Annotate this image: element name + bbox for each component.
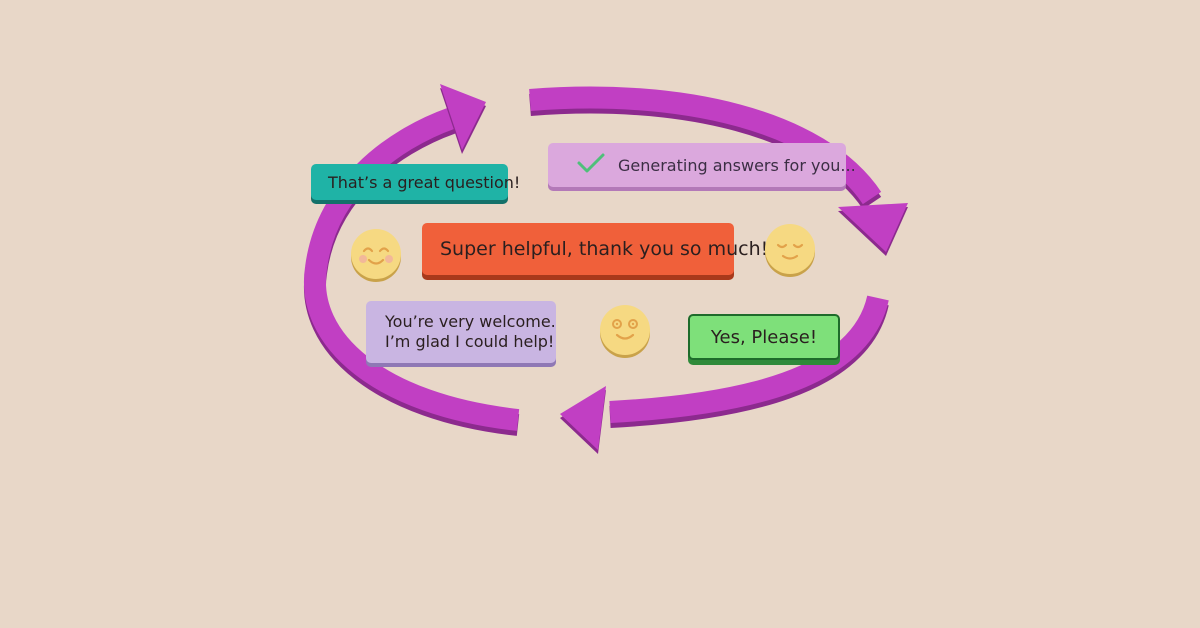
content-face-icon <box>765 224 815 277</box>
smiling-face-open-eyes-icon <box>600 305 650 358</box>
yes-bubble: Yes, Please! <box>688 314 840 360</box>
generating-text: Generating answers for you... <box>618 155 856 175</box>
welcome-text-line1: You’re very welcome. <box>385 312 556 331</box>
check-icon <box>577 153 605 173</box>
helpful-text: Super helpful, thank you so much! <box>440 238 769 260</box>
generating-bubble: Generating answers for you... <box>548 143 856 187</box>
helpful-bubble: Super helpful, thank you so much! <box>422 223 768 275</box>
arrow-bottom <box>560 295 889 454</box>
question-text: That’s a great question! <box>328 172 521 192</box>
arrow-top-right <box>529 86 908 256</box>
welcome-bubble: You’re very welcome. I’m glad I could he… <box>366 301 556 363</box>
arrow-left <box>303 84 520 436</box>
smiling-face-closed-eyes-icon <box>351 229 401 282</box>
question-bubble: That’s a great question! <box>311 164 520 200</box>
yes-text: Yes, Please! <box>710 326 818 348</box>
welcome-text-line2: I’m glad I could help! <box>385 332 555 351</box>
